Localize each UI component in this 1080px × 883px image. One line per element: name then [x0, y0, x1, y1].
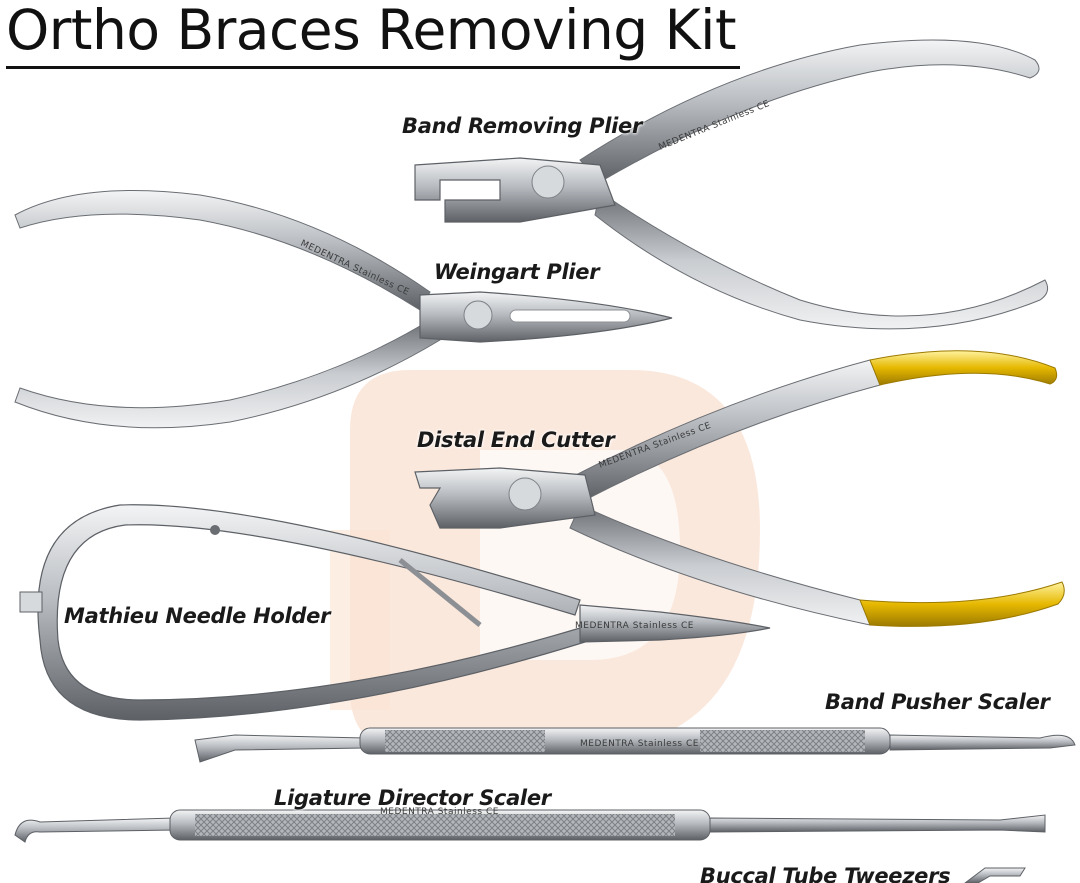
label-band-pusher-scaler: Band Pusher Scaler [825, 690, 1050, 714]
band-removing-plier-illustration: MEDENTRA Stainless CE [414, 39, 1049, 330]
buccal-tube-tweezers-illustration [964, 867, 1026, 883]
label-weingart-plier: Weingart Plier [434, 260, 600, 284]
weingart-plier-illustration: MEDENTRA Stainless CE [14, 190, 673, 429]
label-mathieu-needle-holder: Mathieu Needle Holder [64, 604, 331, 628]
brand-engraving: MEDENTRA Stainless CE [575, 621, 694, 631]
band-pusher-scaler-illustration: MEDENTRA Stainless CE [194, 727, 1076, 763]
label-buccal-tube-tweezers: Buccal Tube Tweezers [700, 864, 951, 883]
distal-end-cutter-illustration: MEDENTRA Stainless CE [414, 350, 1065, 627]
ligature-director-scaler-illustration: MEDENTRA Stainless CE [14, 807, 1046, 843]
label-ligature-director-scaler: Ligature Director Scaler [274, 786, 551, 810]
brand-engraving: MEDENTRA Stainless CE [580, 739, 699, 749]
mathieu-needle-holder-illustration: MEDENTRA Stainless CE [19, 504, 771, 721]
label-distal-end-cutter: Distal End Cutter [417, 428, 615, 452]
page-title: Ortho Braces Removing Kit [6, 0, 741, 69]
label-band-removing-plier: Band Removing Plier [402, 114, 643, 138]
brand-engraving: MEDENTRA Stainless CE [380, 807, 499, 817]
